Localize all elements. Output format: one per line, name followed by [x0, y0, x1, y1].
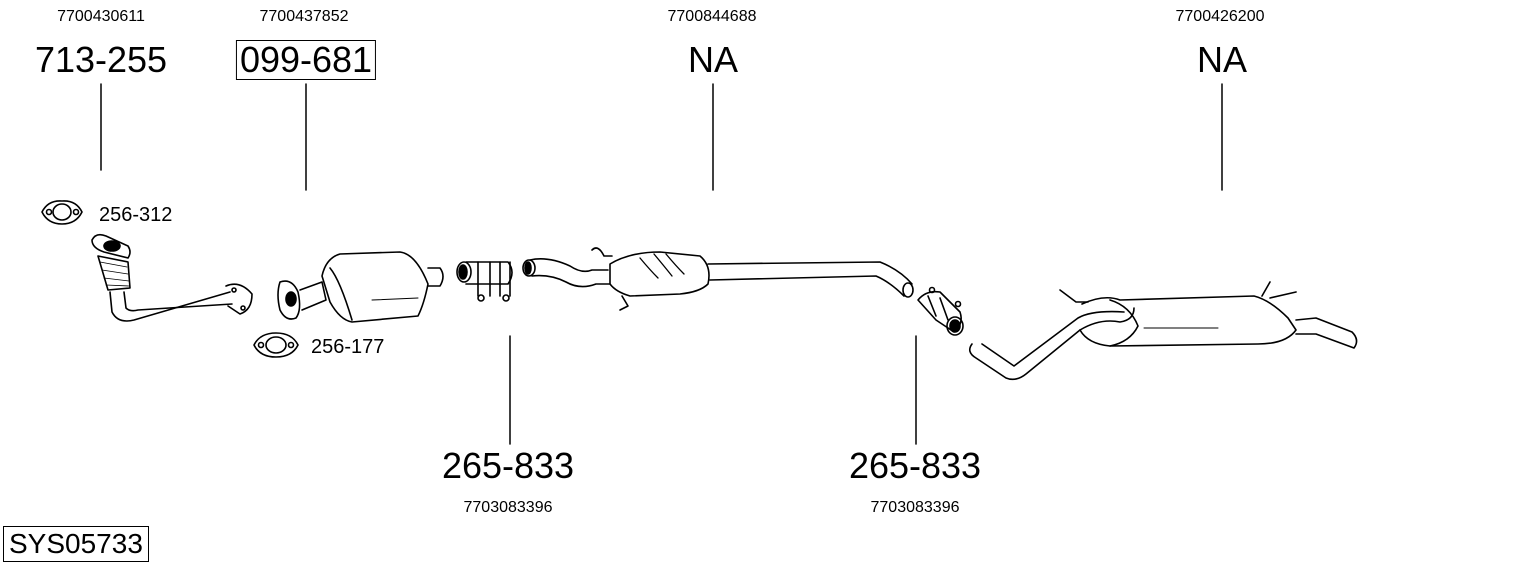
system-code: SYS05733 [3, 526, 149, 562]
gasket-part-number[interactable]: 256-312 [99, 204, 173, 226]
clamp-icon [456, 261, 513, 302]
oem-number: 7703083396 [463, 499, 553, 516]
part-number[interactable]: 713-255 [34, 39, 168, 80]
part-number[interactable]: 265-833 [441, 445, 575, 486]
oem-number: 7700430611 [57, 8, 145, 25]
oem-number: 7700426200 [1175, 8, 1265, 25]
rear-silencer-icon [968, 281, 1358, 381]
part-number-highlighted[interactable]: 099-681 [235, 40, 377, 80]
part-number[interactable]: 265-833 [848, 445, 982, 486]
part-number: NA [1196, 39, 1248, 80]
gasket-icon [41, 200, 83, 225]
oem-number: 7700437852 [259, 8, 349, 25]
oem-number: 7703083396 [870, 499, 960, 516]
front-pipe-icon [91, 233, 253, 322]
centre-silencer-icon [522, 247, 914, 311]
gasket-icon [253, 332, 299, 358]
oem-number: 7700844688 [667, 8, 757, 25]
catalytic-converter-icon [277, 251, 444, 323]
clamp-icon [917, 286, 964, 336]
part-number: NA [687, 39, 739, 80]
gasket-part-number[interactable]: 256-177 [311, 336, 385, 358]
leader-lines [100, 83, 1223, 445]
